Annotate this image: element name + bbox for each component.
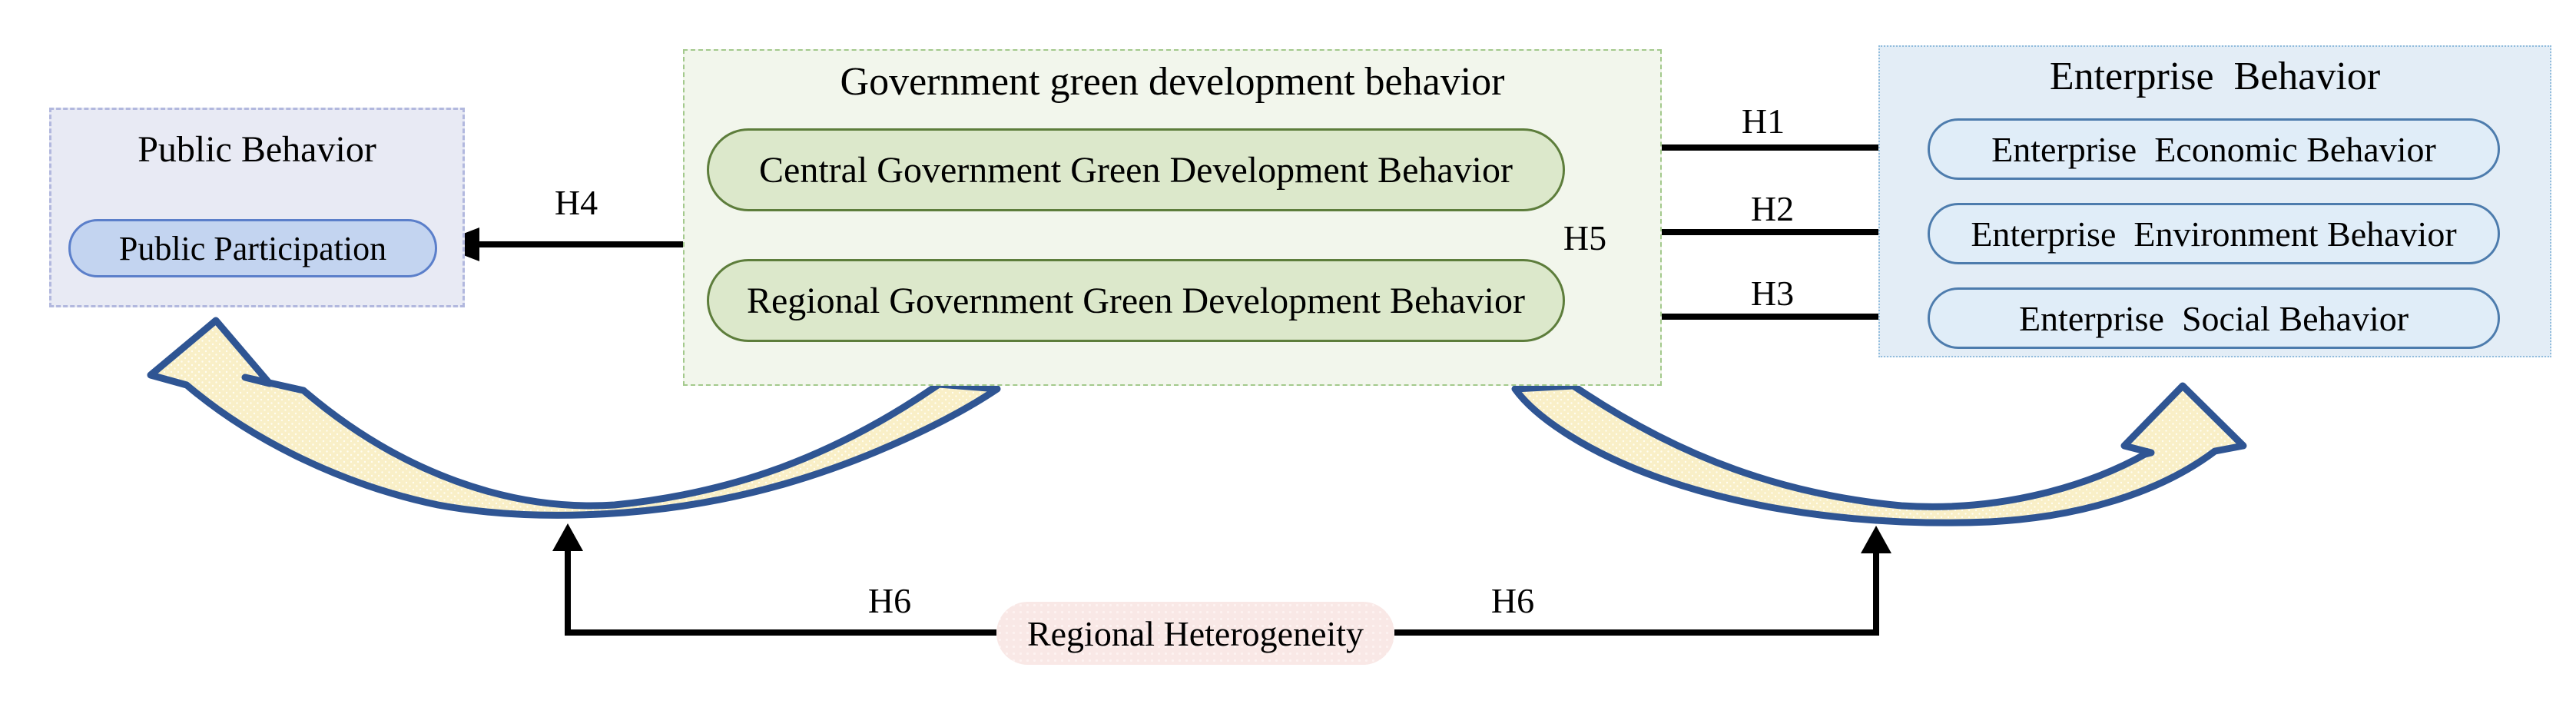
swoosh-arrow-left-icon: [147, 317, 1001, 519]
enterprise-behavior-title: Enterprise Behavior: [2049, 55, 2381, 98]
h6-right-label: H6: [1490, 581, 1535, 620]
public-participation-node: Public Participation: [68, 219, 437, 277]
h5-label: H5: [1563, 218, 1607, 257]
public-behavior-title: Public Behavior: [138, 129, 376, 170]
h6-connector-left: [552, 523, 996, 636]
central-government-node: Central Government Green Development Beh…: [707, 128, 1565, 211]
enterprise-economic-node: Enterprise Economic Behavior: [1928, 118, 2500, 180]
h1-label: H1: [1741, 101, 1785, 141]
swoosh-arrow-right-icon: [1511, 382, 2247, 526]
h2-label: H2: [1750, 189, 1795, 228]
regional-heterogeneity-node: Regional Heterogeneity: [996, 602, 1394, 665]
h3-label: H3: [1750, 274, 1795, 313]
enterprise-social-node: Enterprise Social Behavior: [1928, 287, 2500, 349]
h6-connector-right: [1394, 526, 1891, 636]
enterprise-behavior-box: Enterprise Behavior Enterprise Economic …: [1878, 45, 2551, 357]
enterprise-environment-node: Enterprise Environment Behavior: [1928, 203, 2500, 264]
h4-label: H4: [554, 183, 598, 222]
government-behavior-box: Government green development behavior Ce…: [683, 49, 1662, 386]
h4-arrow: [436, 227, 683, 261]
government-behavior-title: Government green development behavior: [840, 60, 1505, 104]
h6-left-label: H6: [867, 581, 912, 620]
public-behavior-box: Public Behavior Public Participation: [49, 108, 465, 307]
regional-government-node: Regional Government Green Development Be…: [707, 259, 1565, 342]
